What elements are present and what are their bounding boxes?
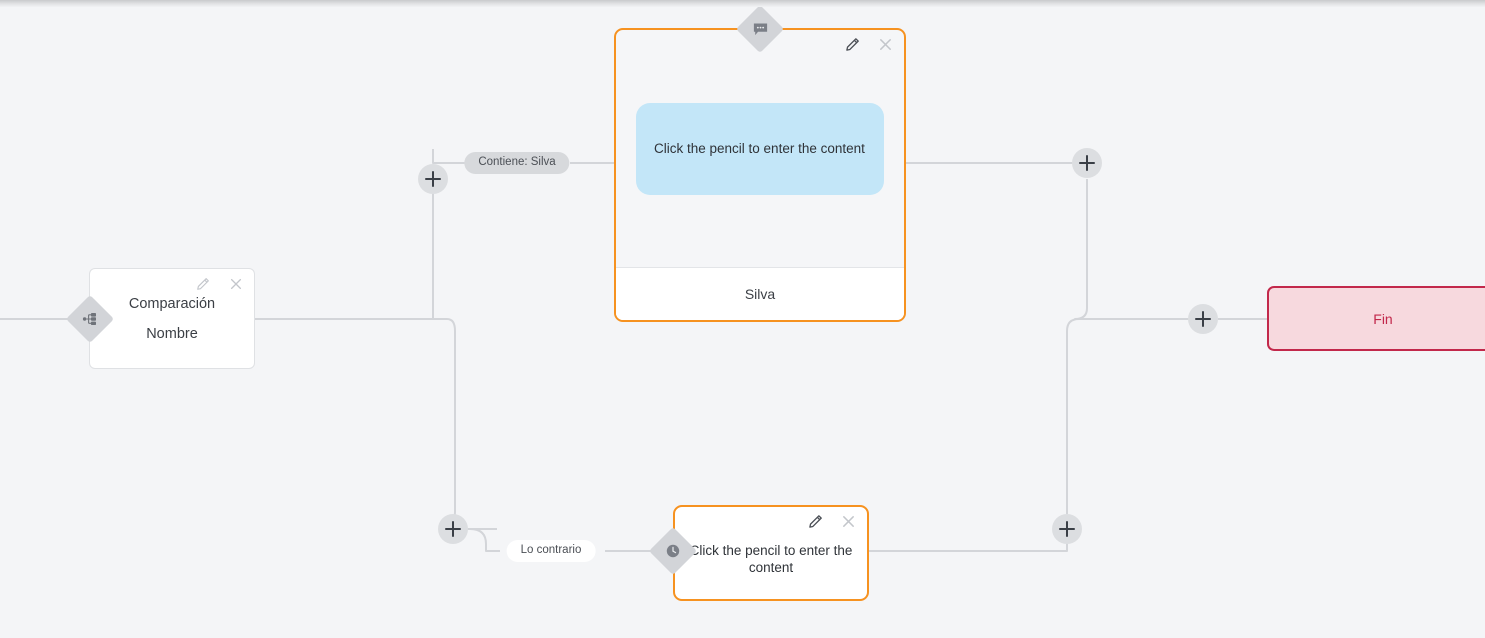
edge-merge-true-down xyxy=(1074,179,1090,320)
node-message-top[interactable]: Click the pencil to enter the content Si… xyxy=(614,28,906,322)
node-message-top-footer: Silva xyxy=(616,267,904,320)
node-comparacion[interactable]: Comparación Nombre xyxy=(89,268,255,369)
chat-bubble-icon xyxy=(743,12,777,46)
clock-icon xyxy=(656,534,690,568)
edge-false-curve xyxy=(469,528,500,552)
node-message-top-body: Click the pencil to enter the content xyxy=(616,30,904,267)
edge-label-contiene-silva[interactable]: Contiene: Silva xyxy=(464,152,570,174)
comparacion-title: Comparación xyxy=(128,295,216,312)
node-message-top-actions xyxy=(844,36,894,53)
edge-merge-false-up xyxy=(1066,318,1080,514)
edge-trunk-down xyxy=(439,318,470,530)
node-comparacion-actions xyxy=(194,275,244,292)
add-step-merge-true-button[interactable] xyxy=(1072,148,1102,178)
message-bubble-bottom[interactable]: Click the pencil to enter the content xyxy=(689,543,853,575)
message-bubble-top[interactable]: Click the pencil to enter the content xyxy=(636,102,884,195)
pencil-icon[interactable] xyxy=(844,36,861,53)
comparacion-subtitle: Nombre xyxy=(146,325,198,342)
edge-label-lo-contrario[interactable]: Lo contrario xyxy=(506,540,596,562)
add-step-merge-false-button[interactable] xyxy=(1052,514,1082,544)
pencil-icon[interactable] xyxy=(807,513,824,530)
message-top-badge xyxy=(735,4,785,54)
message-bottom-badge xyxy=(648,526,698,576)
comparacion-badge xyxy=(65,294,115,344)
node-message-bottom[interactable]: Click the pencil to enter the content xyxy=(673,505,869,601)
add-step-before-end-button[interactable] xyxy=(1188,304,1218,334)
add-step-branch-true-button[interactable] xyxy=(418,164,448,194)
pencil-icon[interactable] xyxy=(194,275,211,292)
add-step-branch-false-button[interactable] xyxy=(438,514,468,544)
close-icon[interactable] xyxy=(840,513,857,530)
node-message-bottom-actions xyxy=(807,513,857,530)
close-icon[interactable] xyxy=(227,275,244,292)
close-icon[interactable] xyxy=(877,36,894,53)
edge-true-to-label xyxy=(432,149,466,164)
window-chrome-strip xyxy=(0,0,1485,7)
branch-split-icon xyxy=(73,302,107,336)
node-fin[interactable]: Fin xyxy=(1267,286,1485,351)
